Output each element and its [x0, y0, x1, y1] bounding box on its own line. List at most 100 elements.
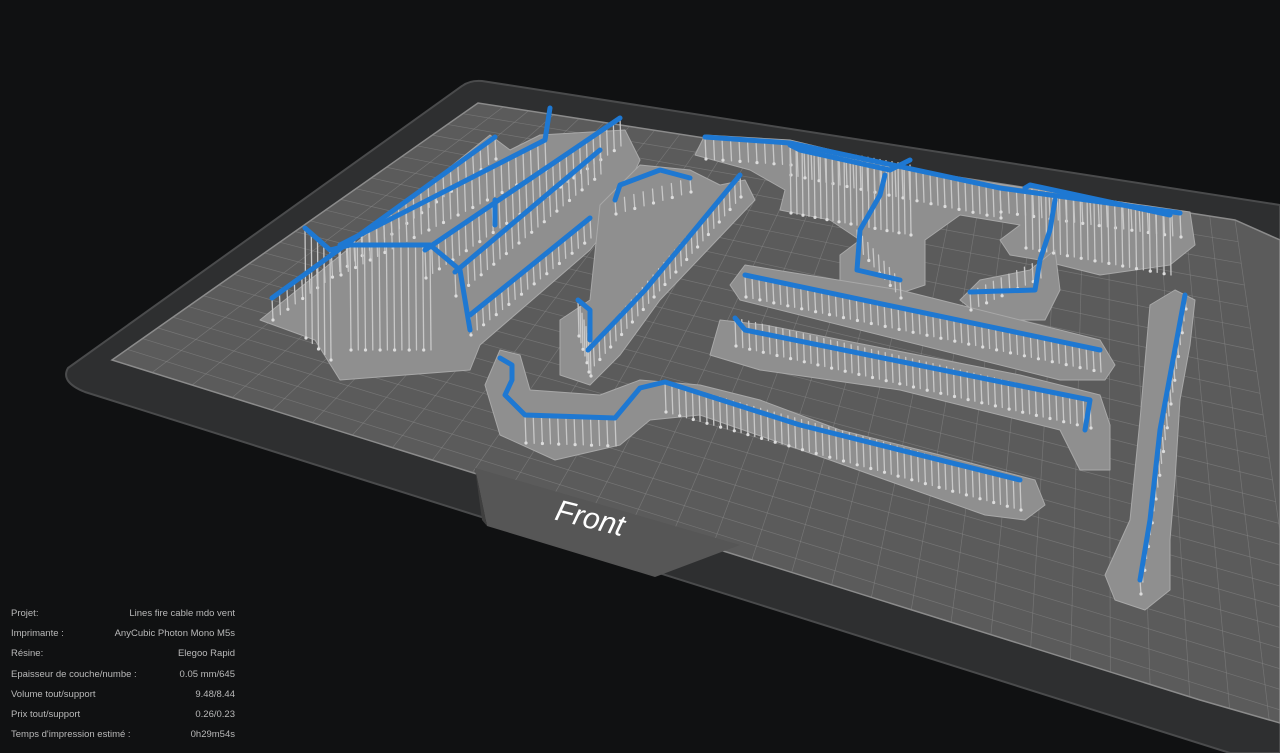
- support-foot: [505, 221, 509, 225]
- support-pillar: [464, 222, 467, 252]
- support-foot: [494, 157, 498, 161]
- model-pipe-17: [732, 315, 1093, 433]
- support-foot: [464, 249, 468, 253]
- support-pillar: [371, 244, 374, 351]
- support-pillar: [793, 284, 796, 308]
- support-pillar: [633, 193, 636, 210]
- support-foot: [633, 206, 637, 211]
- support-pillar: [758, 277, 761, 301]
- support-pillar: [1048, 389, 1051, 420]
- support-pillar: [939, 315, 942, 339]
- support-pillar: [992, 471, 995, 504]
- support-foot: [691, 417, 695, 422]
- support-pillar: [943, 175, 946, 208]
- support-pillar: [308, 270, 311, 294]
- support-foot: [482, 323, 486, 327]
- support-pillar: [971, 466, 974, 498]
- support-pillar: [329, 249, 332, 361]
- support-pillar: [974, 322, 977, 347]
- support-pillar: [565, 415, 568, 446]
- support-foot: [789, 211, 793, 215]
- support-pillar: [712, 394, 715, 426]
- support-foot: [1184, 307, 1188, 311]
- support-pillar: [691, 388, 694, 421]
- support-pillar: [765, 278, 768, 303]
- support-foot: [738, 159, 742, 163]
- support-pillar: [861, 155, 864, 227]
- support-foot: [966, 398, 970, 402]
- support-foot: [1021, 410, 1025, 414]
- support-pillar: [1058, 193, 1062, 256]
- support-pillar: [1127, 206, 1131, 268]
- support-pillar: [479, 250, 482, 276]
- support-foot: [943, 204, 947, 209]
- support-foot: [705, 421, 709, 425]
- support-pillar: [1022, 333, 1026, 357]
- support-foot: [1180, 331, 1184, 335]
- info-label: Résine:: [11, 648, 44, 660]
- model-pipe-10: [575, 297, 593, 343]
- support-pillar: [599, 149, 602, 175]
- support-foot: [992, 500, 996, 505]
- support-pillar: [1179, 212, 1182, 238]
- support-pillar: [909, 164, 912, 236]
- support-pillar: [670, 182, 673, 199]
- support-foot: [1050, 360, 1054, 364]
- support-foot: [545, 272, 549, 276]
- support-foot: [663, 282, 667, 287]
- support-pillar: [278, 291, 282, 316]
- support-foot: [849, 222, 853, 226]
- support-pillar: [957, 178, 960, 211]
- support-pillar: [493, 165, 496, 197]
- support-foot: [286, 307, 290, 311]
- support-pillar: [816, 336, 819, 366]
- support-pillar: [763, 140, 767, 164]
- support-pillar: [557, 242, 561, 265]
- support-foot: [330, 275, 335, 279]
- support-pillar: [712, 136, 716, 161]
- support-pillar: [807, 145, 810, 217]
- support-foot: [689, 190, 693, 194]
- model-pipe-12: [787, 142, 913, 173]
- support-pillar: [1027, 385, 1031, 415]
- support-pillar: [1065, 195, 1069, 257]
- support-pillar: [789, 142, 792, 214]
- support-foot: [985, 301, 989, 305]
- support-pillar: [330, 254, 334, 278]
- support-pillar: [998, 473, 1002, 505]
- support-foot: [557, 442, 561, 446]
- support-foot: [964, 493, 969, 497]
- support-foot: [985, 213, 989, 217]
- support-pillar: [576, 227, 580, 249]
- support-foot: [271, 318, 275, 322]
- support-pillar: [1021, 383, 1024, 413]
- support-foot: [801, 213, 805, 217]
- support-pillar: [1167, 401, 1170, 417]
- support-pillar: [684, 387, 688, 419]
- support-foot: [980, 401, 984, 405]
- support-foot: [609, 345, 613, 349]
- support-pillar: [751, 275, 754, 300]
- support-pillar: [304, 227, 307, 339]
- support-foot: [1161, 449, 1166, 454]
- support-pillar: [1075, 396, 1078, 426]
- support-pillar: [867, 241, 870, 262]
- support-foot: [1158, 473, 1162, 477]
- support-pillar: [744, 274, 747, 298]
- support-foot: [814, 310, 818, 314]
- support-foot: [1062, 420, 1066, 424]
- support-pillar: [427, 199, 430, 231]
- support-foot: [614, 212, 618, 216]
- support-pillar: [1016, 270, 1019, 290]
- support-pillar: [1122, 204, 1125, 230]
- support-pillar: [1092, 347, 1095, 372]
- support-pillar: [827, 291, 831, 316]
- support-pillar: [606, 417, 609, 447]
- support-foot: [869, 321, 873, 326]
- support-foot: [706, 232, 711, 237]
- support-pillar: [999, 187, 1002, 213]
- support-pillar: [1114, 204, 1117, 266]
- support-pillar: [883, 303, 886, 328]
